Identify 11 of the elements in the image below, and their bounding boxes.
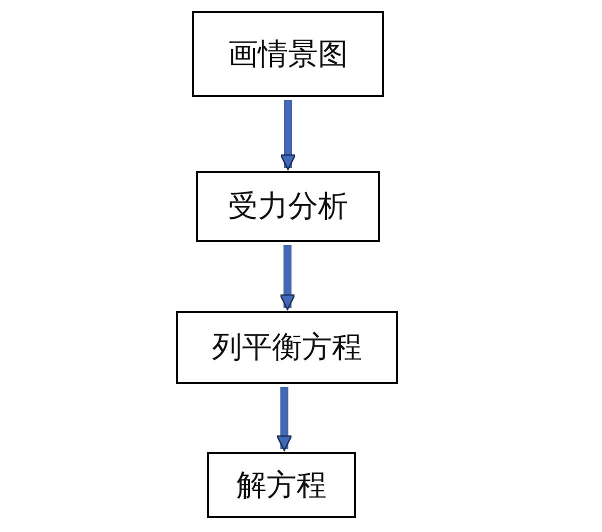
step-label: 受力分析: [228, 188, 348, 226]
step-label: 列平衡方程: [212, 329, 362, 367]
process-box: [207, 452, 356, 518]
arrow: [276, 387, 292, 452]
step-label: 画情景图: [228, 36, 348, 74]
step-label: 解方程: [236, 466, 326, 504]
process-box: [192, 11, 384, 97]
process-box: [176, 311, 398, 384]
arrow: [280, 245, 296, 310]
arrow: [280, 100, 296, 170]
process-box: [196, 171, 380, 242]
